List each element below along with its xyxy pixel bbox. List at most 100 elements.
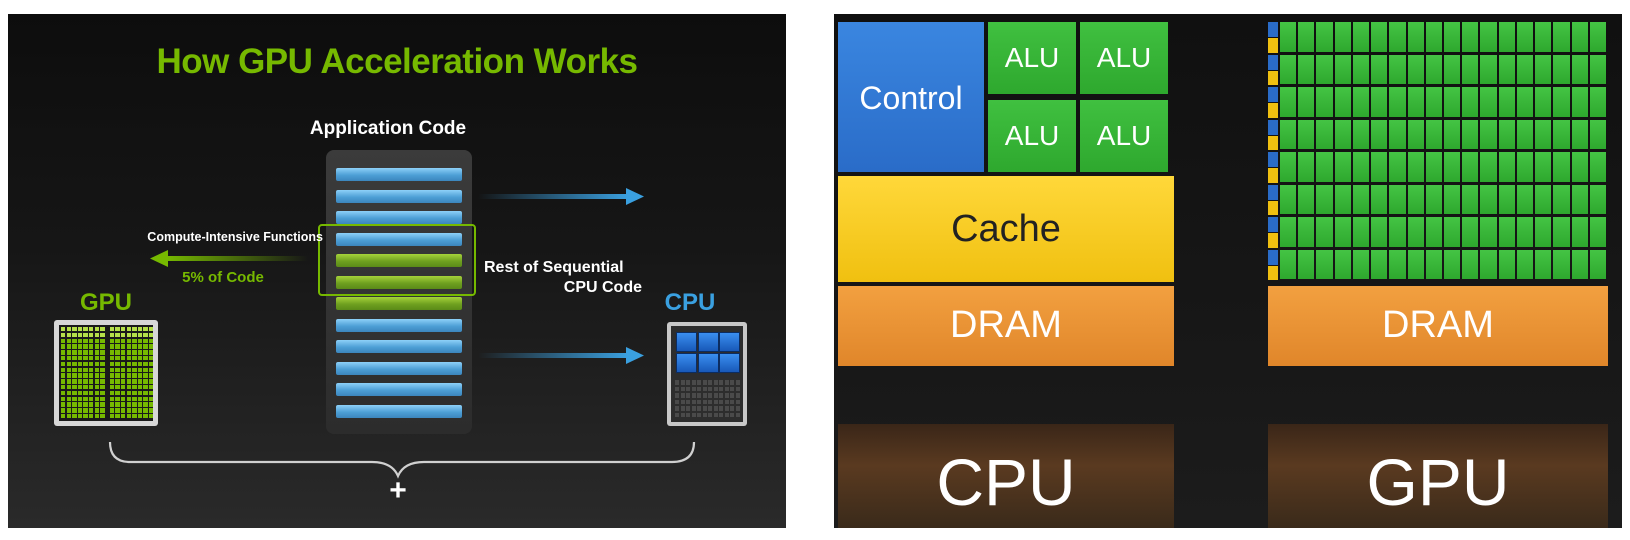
gpu-mini-core — [83, 379, 88, 384]
gpu-chip-icon — [54, 320, 158, 426]
gpu-mini-core — [143, 379, 148, 384]
gpu-mini-core — [89, 373, 94, 378]
cpu-cache-cell — [697, 380, 701, 385]
gpu-alu-cell — [1389, 184, 1406, 214]
gpu-alu-cell — [1280, 184, 1297, 214]
gpu-mini-core — [109, 414, 115, 419]
gpu-mini-core — [100, 408, 105, 413]
gpu-mini-core — [126, 379, 131, 384]
gpu-alu-cell — [1316, 249, 1333, 279]
gpu-alu-cell — [1589, 54, 1606, 84]
code-bar-sequential — [336, 383, 462, 396]
gpu-mini-core — [72, 361, 77, 367]
gpu-mini-core — [72, 379, 77, 384]
cpu-cache-cell — [735, 386, 740, 391]
gpu-control-cell — [1268, 217, 1278, 233]
gpu-alu-cell — [1589, 249, 1606, 279]
gpu-alu-cell — [1462, 249, 1479, 279]
gpu-mini-core — [66, 414, 71, 419]
gpu-mini-core — [83, 356, 88, 361]
gpu-alu-cell — [1389, 152, 1406, 182]
gpu-mini-core — [132, 408, 137, 413]
gpu-alu-cell — [1480, 119, 1497, 149]
gpu-alu-cell — [1298, 54, 1315, 84]
gpu-mini-core — [109, 373, 115, 378]
gpu-mini-core — [109, 338, 115, 343]
gpu-alu-cell — [1280, 152, 1297, 182]
cpu-cache-cell — [675, 412, 679, 417]
cpu-base-label: CPU — [936, 445, 1076, 519]
gpu-mini-core — [121, 385, 126, 390]
gpu-mini-core — [143, 338, 148, 343]
gpu-alu-cell — [1334, 119, 1351, 149]
gpu-mini-core — [61, 379, 66, 384]
alu-label: ALU — [1004, 120, 1060, 151]
gpu-mini-core — [89, 356, 94, 361]
gpu-alu-cell — [1334, 249, 1351, 279]
gpu-mini-core — [77, 356, 83, 361]
application-code-label: Application Code — [309, 118, 467, 139]
gpu-alu-cell — [1407, 87, 1424, 117]
gpu-mini-core — [61, 350, 66, 355]
gpu-alu-cell — [1589, 119, 1606, 149]
cpu-cache-cell — [686, 393, 690, 398]
gpu-alu-cell — [1407, 152, 1424, 182]
gpu-mini-core — [126, 350, 131, 355]
gpu-mini-core — [72, 408, 77, 413]
gpu-mini-core — [121, 414, 126, 419]
gpu-mini-core — [89, 396, 94, 401]
gpu-mini-core — [94, 327, 99, 332]
gpu-mini-core — [89, 379, 94, 384]
gpu-mini-core — [132, 390, 137, 396]
cache-label: Cache — [951, 208, 1061, 250]
gpu-mini-core — [137, 408, 143, 413]
gpu-alu-cell — [1425, 184, 1442, 214]
gpu-alu-cell — [1553, 184, 1570, 214]
gpu-mini-core — [109, 379, 115, 384]
gpu-mini-core — [100, 338, 105, 343]
gpu-alu-cell — [1462, 119, 1479, 149]
gpu-alu-cell — [1407, 54, 1424, 84]
cpu-cache-cell — [708, 386, 712, 391]
gpu-mini-core — [72, 344, 77, 349]
arrow-to-gpu — [150, 250, 308, 267]
gpu-mini-core — [137, 361, 143, 367]
gpu-mini-core — [126, 385, 131, 390]
gpu-mini-core — [66, 396, 71, 401]
cpu-cache-cell — [691, 399, 696, 404]
gpu-mini-core — [137, 356, 143, 361]
gpu-mini-core — [94, 350, 99, 355]
gpu-mini-core — [94, 356, 99, 361]
cpu-cache-cell — [702, 412, 707, 417]
rest-sequential-label: Rest of Sequential — [484, 259, 624, 276]
gpu-mini-core — [149, 338, 154, 343]
gpu-mini-core — [109, 390, 115, 396]
gpu-mini-core — [77, 408, 83, 413]
gpu-mini-core — [121, 402, 126, 407]
gpu-mini-core — [83, 350, 88, 355]
cpu-cache-cell — [680, 386, 685, 391]
cpu-cache-cell — [713, 386, 718, 391]
gpu-alu-cell — [1571, 152, 1588, 182]
cpu-cache-cell — [719, 380, 723, 385]
gpu-mini-core — [149, 332, 154, 338]
gpu-mini-core — [115, 356, 120, 361]
gpu-mini-core — [100, 350, 105, 355]
gpu-alu-cell — [1334, 87, 1351, 117]
gpu-control-cell — [1268, 249, 1278, 265]
gpu-mini-core — [109, 408, 115, 413]
gpu-mini-core — [137, 338, 143, 343]
cpu-cache-cell — [719, 393, 723, 398]
gpu-alu-cell — [1480, 217, 1497, 247]
gpu-mini-core — [61, 390, 66, 396]
gpu-mini-core — [83, 338, 88, 343]
gpu-alu-cell — [1407, 217, 1424, 247]
dram-label: DRAM — [1382, 304, 1494, 346]
cpu-cache-cell — [680, 406, 685, 411]
gpu-alu-cell — [1462, 54, 1479, 84]
gpu-alu-cell — [1371, 184, 1388, 214]
gpu-alu-cell — [1298, 249, 1315, 279]
gpu-mini-core — [61, 356, 66, 361]
gpu-mini-core — [94, 379, 99, 384]
cache-block: Cache — [838, 176, 1174, 282]
